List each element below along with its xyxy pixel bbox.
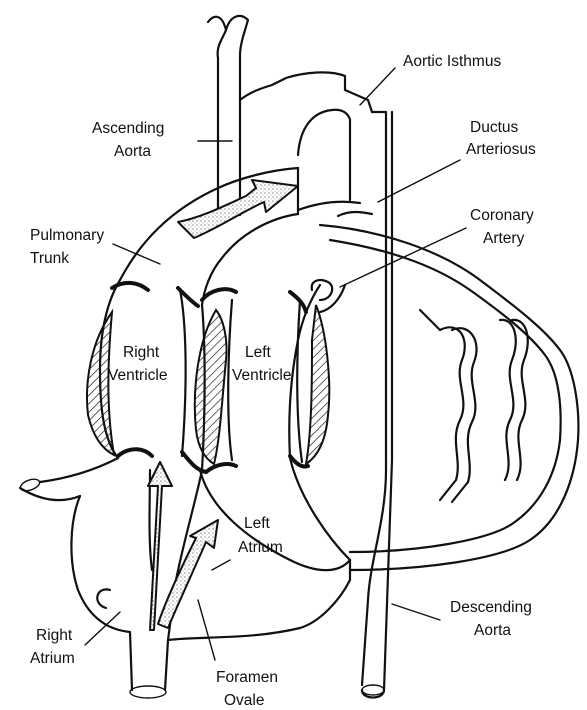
label-ductus-arteriosus-line2: Arteriosus <box>466 141 536 158</box>
label-foramen-ovale-line2: Ovale <box>224 692 265 709</box>
coronary-artery-vessel <box>312 225 579 570</box>
label-right-atrium: Right <box>36 627 73 644</box>
label-aortic-isthmus: Aortic Isthmus <box>403 53 501 70</box>
label-pulmonary-trunk: Pulmonary <box>30 227 104 244</box>
label-right-atrium-line2: Atrium <box>30 650 75 667</box>
label-left-ventricle: Left <box>245 344 272 361</box>
label-ascending-aorta: Ascending <box>92 120 164 137</box>
label-coronary-artery-line2: Artery <box>483 230 525 247</box>
label-descending-aorta-line2: Aorta <box>474 622 511 639</box>
label-left-atrium-line2: Atrium <box>238 539 283 556</box>
label-coronary-artery: Coronary <box>470 207 534 224</box>
label-left-ventricle-line2: Ventricle <box>232 367 291 384</box>
aortic-arch-vessel <box>240 72 372 155</box>
label-pulmonary-trunk-line2: Trunk <box>30 250 69 267</box>
label-descending-aorta: Descending <box>450 599 532 616</box>
ascending-aorta-vessel <box>208 16 248 215</box>
foramen-ovale-flow-arrow <box>158 520 218 628</box>
label-right-ventricle: Right <box>123 344 160 361</box>
label-foramen-ovale: Foramen <box>216 669 278 686</box>
left-ventricle-wall-hatch <box>306 305 329 464</box>
interventricular-septum-hatch <box>195 310 227 464</box>
label-ascending-aorta-line2: Aorta <box>114 143 151 160</box>
descending-aorta-vessel <box>350 112 392 698</box>
label-left-atrium: Left <box>244 515 271 532</box>
label-right-ventricle-line2: Ventricle <box>108 367 167 384</box>
pulmonary-flow-arrow <box>178 180 298 238</box>
ductus-arteriosus-vessel <box>298 202 372 216</box>
label-ductus-arteriosus: Ductus <box>470 119 518 136</box>
